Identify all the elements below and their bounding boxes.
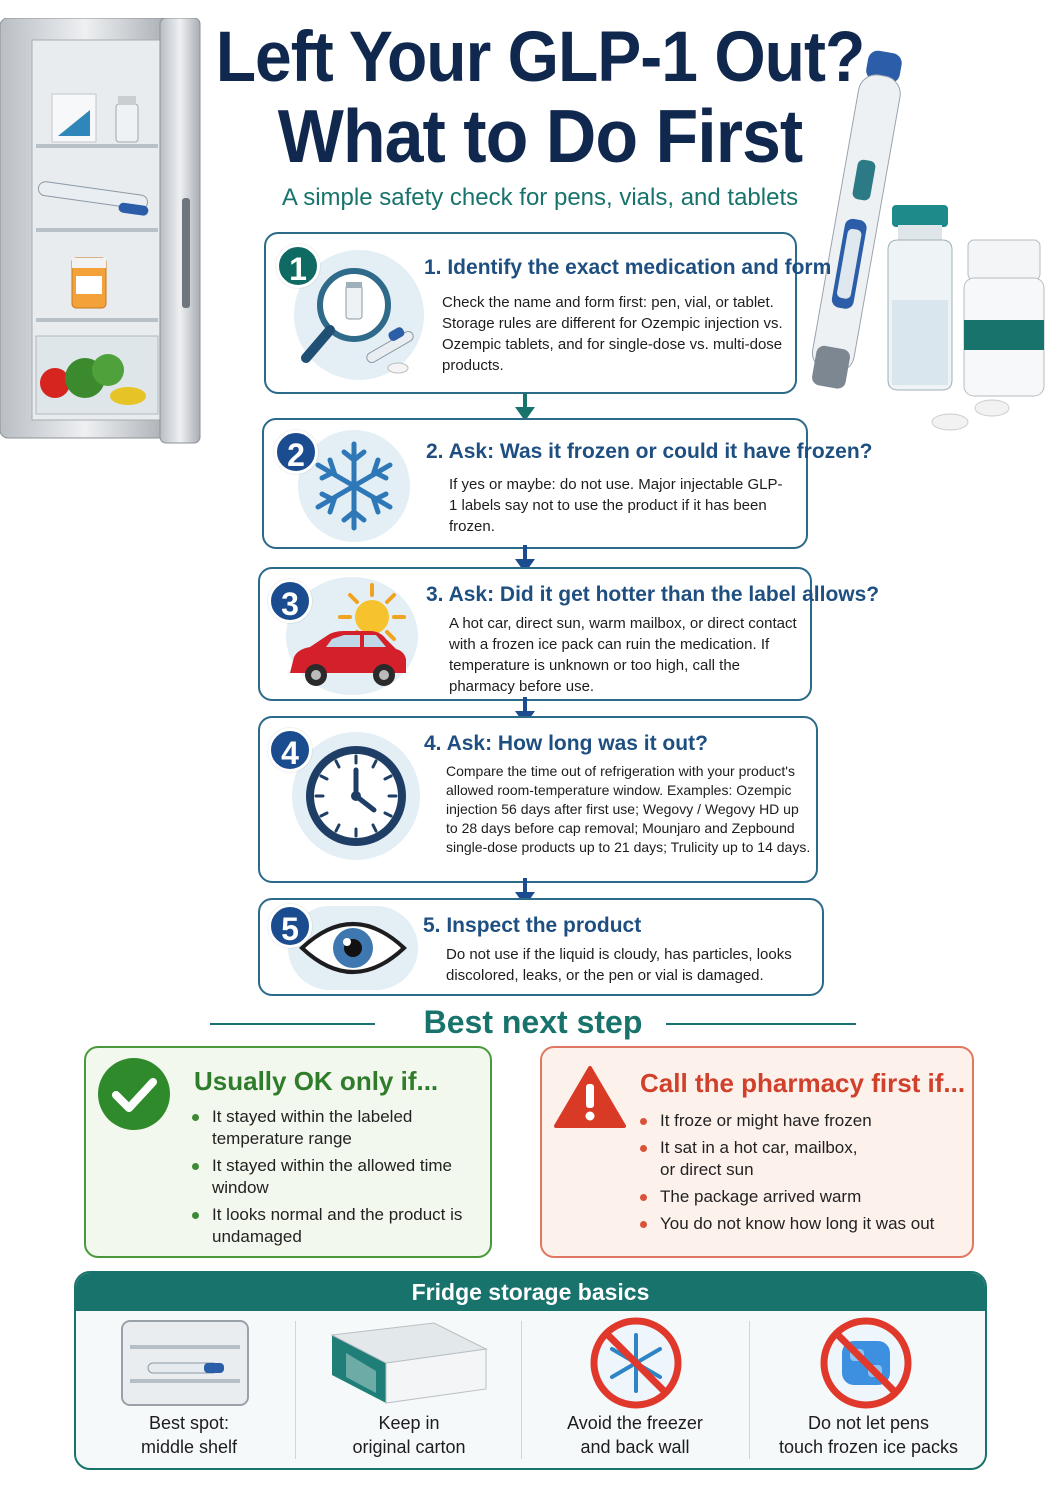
no-freezer-icon (590, 1317, 682, 1409)
step-2-body: If yes or maybe: do not use. Major injec… (449, 476, 783, 535)
fridge-tip-avoid-freezer: Avoid the freezer and back wall (522, 1311, 748, 1468)
clock-icon (292, 732, 420, 860)
title-line-1: Left Your GLP-1 Out? (215, 16, 866, 96)
arrow-down-icon (515, 545, 535, 573)
list-item: It looks normal and the product is undam… (192, 1204, 472, 1248)
step-3-title: 3. Ask: Did it get hotter than the label… (426, 583, 880, 606)
divider-line (749, 1321, 750, 1459)
fridge-tip-label: Avoid the freezer and back wall (567, 1413, 703, 1457)
divider-line (666, 1023, 856, 1025)
step-5-body: Do not use if the liquid is cloudy, has … (446, 946, 792, 984)
best-next-step-label: Best next step (423, 1004, 643, 1040)
fridge-tip-label: Best spot: middle shelf (140, 1413, 238, 1457)
fridge-tip-ice-packs: Do not let pens touch frozen ice packs (750, 1311, 985, 1468)
list-item: It sat in a hot car, mailbox, or direct … (640, 1137, 870, 1181)
divider-line (295, 1321, 296, 1459)
call-pharmacy-list: It froze or might have frozen It sat in … (640, 1110, 960, 1240)
step-3-badge: 3 (268, 579, 312, 623)
warning-icon (554, 1066, 626, 1128)
step-1-badge: 1 (276, 244, 320, 288)
fridge-storage-title: Fridge storage basics (76, 1273, 985, 1311)
check-circle-icon (98, 1058, 170, 1130)
subtitle: A simple safety check for pens, vials, a… (281, 184, 799, 211)
call-pharmacy-box: Call the pharmacy first if... It froze o… (540, 1046, 974, 1258)
list-item: It froze or might have frozen (640, 1110, 960, 1132)
step-1-card: 1 1. Identify the exact medication and f… (264, 232, 831, 394)
best-next-step-heading: Best next step (210, 1004, 856, 1044)
list-item: You do not know how long it was out (640, 1213, 960, 1235)
step-1-body: Check the name and form first: pen, vial… (442, 294, 783, 374)
fridge-tip-label: Do not let pens touch frozen ice packs (778, 1413, 959, 1457)
carton-icon (330, 1322, 488, 1404)
step-2-title: 2. Ask: Was it frozen or could it have f… (426, 440, 873, 463)
no-ice-pack-icon (820, 1317, 912, 1409)
list-item: It stayed within the labeled temperature… (192, 1106, 472, 1150)
fridge-tip-original-carton: Keep in original carton (296, 1311, 522, 1468)
step-4-body: Compare the time out of refrigeration wi… (446, 763, 811, 855)
step-3-body: A hot car, direct sun, warm mailbox, or … (449, 615, 797, 695)
step-5-badge: 5 (268, 904, 312, 948)
usually-ok-list: It stayed within the labeled temperature… (192, 1106, 472, 1253)
step-1-title: 1. Identify the exact medication and for… (424, 256, 832, 279)
pen-vial-bottle-icon (811, 50, 1045, 431)
arrow-down-icon (515, 393, 535, 421)
step-3-card: 3 3. Ask: Did it get hotter than the lab… (258, 567, 879, 701)
divider-line (521, 1321, 522, 1459)
step-4-badge: 4 (268, 728, 312, 772)
fridge-storage-basics: Fridge storage basics Best spot: middle … (74, 1271, 987, 1470)
step-4-card: 4 4. Ask: How long was it out? Compare t… (258, 716, 818, 883)
list-item: It stayed within the allowed time window (192, 1155, 472, 1199)
step-4-title: 4. Ask: How long was it out? (424, 732, 708, 755)
divider-line (210, 1023, 375, 1025)
fridge-tip-middle-shelf: Best spot: middle shelf (76, 1311, 302, 1468)
open-fridge-icon (0, 18, 201, 444)
list-item: The package arrived warm (640, 1186, 960, 1208)
call-pharmacy-title: Call the pharmacy first if... (640, 1068, 966, 1098)
usually-ok-title: Usually OK only if... (194, 1066, 439, 1096)
step-5-title: 5. Inspect the product (423, 914, 642, 937)
usually-ok-box: Usually OK only if... It stayed within t… (84, 1046, 492, 1258)
title-line-2: What to Do First (277, 93, 803, 179)
step-2-badge: 2 (274, 430, 318, 474)
fridge-tip-label: Keep in original carton (352, 1413, 466, 1457)
step-2-card: 2 2. Ask: Was it frozen or could it have… (262, 418, 873, 549)
fridge-shelf-icon (121, 1320, 249, 1406)
step-5-card: 5 5. Inspect the product Do not use if t… (258, 898, 824, 996)
